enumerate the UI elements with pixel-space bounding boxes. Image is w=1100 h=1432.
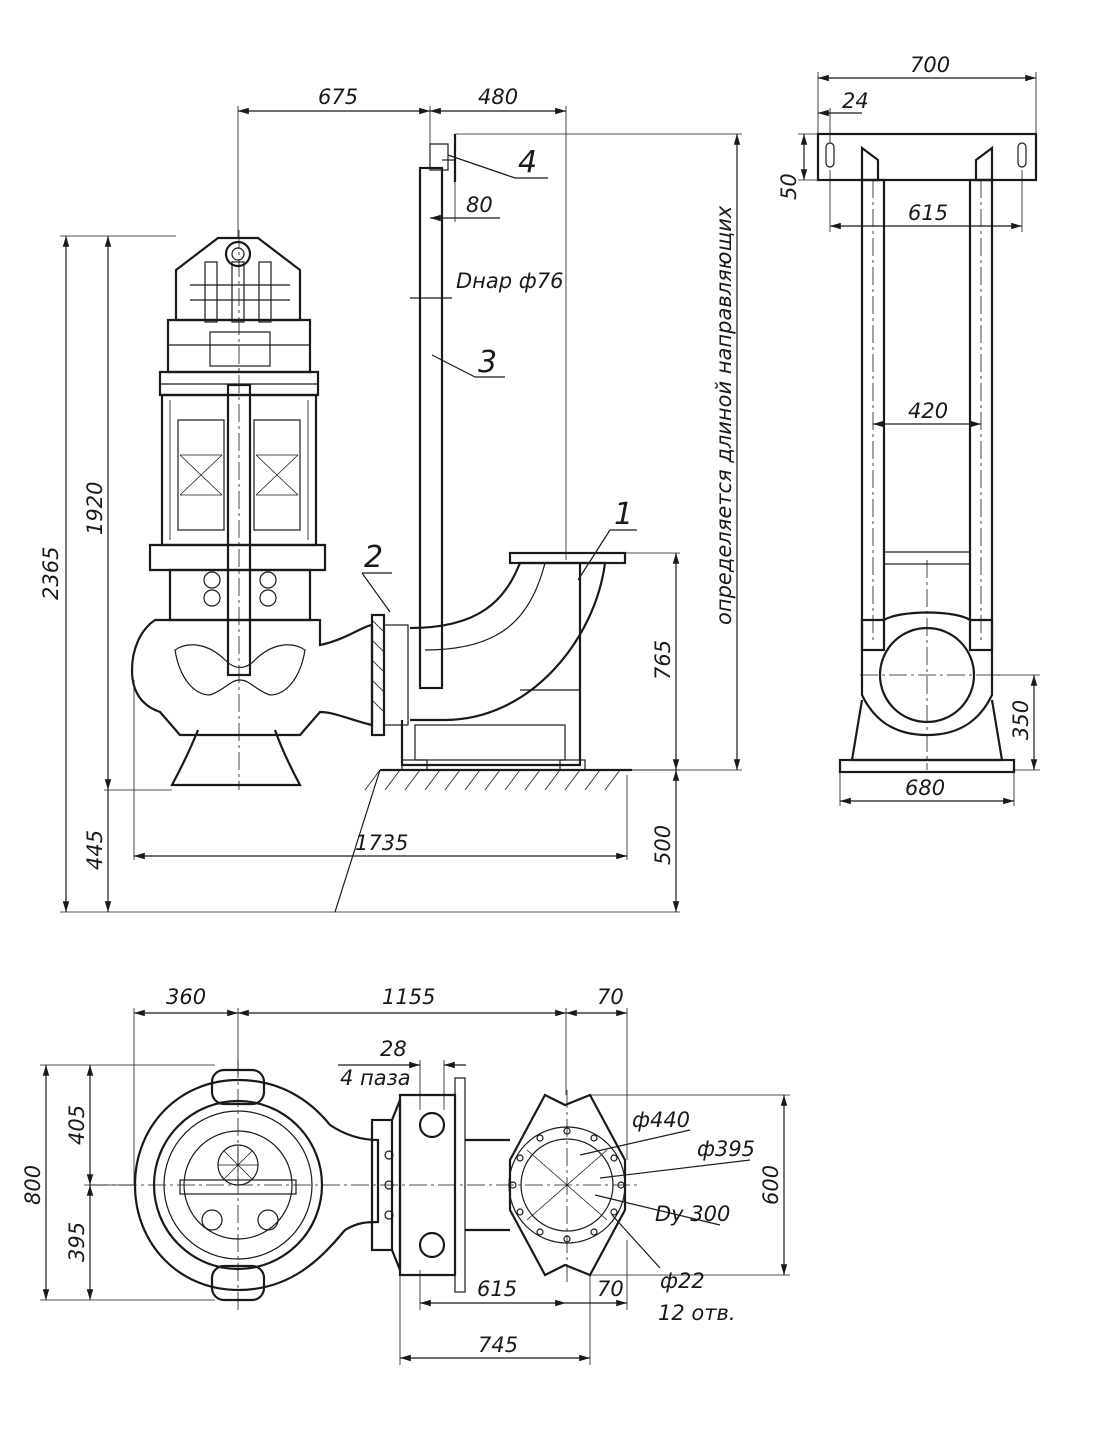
front-view-dimensions [60, 106, 742, 913]
pump-motor [130, 230, 409, 790]
dim-diameter-395: ф395 [697, 1137, 755, 1161]
dim-615-rails: 615 [908, 201, 948, 225]
dim-680: 680 [905, 776, 945, 800]
nominal-bore: Dу 300 [655, 1202, 730, 1226]
dim-765: 765 [651, 640, 675, 680]
outer-pipe-diameter: Dнар ф76 [456, 269, 563, 293]
dim-445: 445 [83, 830, 107, 870]
callout-1: 1 [614, 497, 633, 532]
guide-length-note: определяется длиной направляющих [712, 205, 736, 625]
dim-350: 350 [1009, 700, 1033, 740]
dim-800: 800 [21, 1165, 45, 1205]
dim-2365: 2365 [39, 547, 63, 600]
side-view: 700 24 50 615 420 350 680 [777, 53, 1040, 806]
holes-count: 12 отв. [658, 1301, 736, 1325]
dim-diameter-22: ф22 [660, 1269, 705, 1293]
dim-745: 745 [478, 1333, 518, 1357]
dim-360: 360 [166, 985, 206, 1009]
dim-24: 24 [842, 89, 869, 113]
dim-1920: 1920 [83, 482, 107, 535]
dim-500: 500 [651, 825, 675, 865]
dim-diameter-440: ф440 [632, 1108, 690, 1132]
dim-80: 80 [466, 193, 493, 217]
dim-28: 28 [380, 1037, 407, 1061]
dim-600: 600 [759, 1165, 783, 1205]
dim-420: 420 [908, 399, 948, 423]
front-view: 675 480 80 Dнар ф76 2365 1920 765 445 17… [39, 85, 742, 913]
dim-615-plan: 615 [477, 1277, 517, 1301]
callout-3: 3 [478, 345, 497, 380]
guide-rail [410, 134, 457, 690]
dim-1735: 1735 [355, 831, 408, 855]
dim-480: 480 [478, 85, 518, 109]
duckfoot-elbow [334, 551, 632, 913]
plan-view: 360 1155 70 28 4 паза 405 800 395 ф440 ф… [21, 985, 790, 1365]
dim-70-top: 70 [597, 985, 624, 1009]
slots-count: 4 паза [340, 1066, 411, 1090]
dim-1155: 1155 [382, 985, 435, 1009]
dim-50: 50 [777, 173, 801, 200]
callout-4: 4 [518, 145, 537, 180]
dim-700: 700 [910, 53, 950, 77]
dim-70-bottom: 70 [597, 1277, 624, 1301]
callout-2: 2 [364, 540, 383, 575]
dim-405: 405 [65, 1105, 89, 1145]
dim-675: 675 [318, 85, 358, 109]
dim-395: 395 [65, 1222, 89, 1262]
